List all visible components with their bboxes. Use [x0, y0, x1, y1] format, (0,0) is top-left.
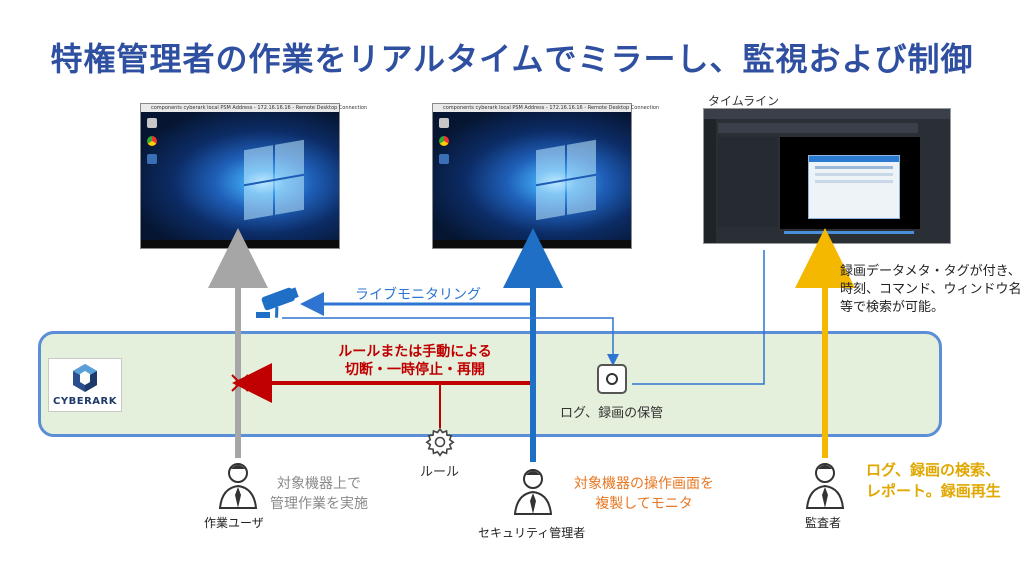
control-label-line1: ルールまたは手動による — [338, 344, 492, 360]
recorded-window-row — [815, 180, 893, 183]
admin-caption-line1: 対象機器の操作画面を — [574, 476, 714, 492]
desktop-wallpaper — [141, 112, 339, 240]
chrome-icon — [439, 136, 449, 146]
live-monitoring-label: ライブモニタリング — [355, 287, 481, 303]
app-icon — [439, 154, 449, 164]
user-caption-line2: 管理作業を実施 — [270, 496, 368, 512]
vault-label: ログ、録画の保管 — [560, 406, 664, 421]
metadata-note: 録画データメタ・タグが付き、 時刻、コマンド、ウィンドウ名 等で検索が可能。 — [840, 263, 1021, 317]
player-sidebar — [704, 119, 716, 243]
recycle-bin-icon — [439, 118, 449, 128]
admin-person-icon — [513, 469, 553, 515]
disconnect-cross-icon — [231, 374, 249, 392]
control-label-line2: 切断・一時停止・再開 — [345, 362, 485, 378]
auditor-caption-line1: ログ、録画の検索、 — [866, 461, 1000, 479]
admin-caption: 対象機器の操作画面を 複製してモニタ — [574, 474, 714, 514]
recorded-window-row — [815, 173, 893, 176]
user-person-icon — [218, 463, 258, 509]
admin-caption-line2: 複製してモニタ — [595, 496, 693, 512]
auditor-role-label: 監査者 — [805, 516, 842, 530]
recording-player — [703, 108, 951, 244]
player-timeline-panel — [718, 137, 778, 227]
auditor-person-icon — [805, 463, 845, 509]
vault-icon — [597, 364, 627, 394]
gear-icon — [425, 427, 455, 457]
player-session-header — [718, 123, 918, 133]
timeline-label: タイムライン — [708, 94, 780, 108]
player-topbar — [704, 109, 950, 119]
cyberark-logo-text: CYBERARK — [53, 396, 117, 407]
vault-dial-icon — [606, 373, 618, 385]
recording-to-vault-line — [282, 317, 619, 366]
rule-label: ルール — [420, 465, 460, 480]
metadata-note-line1: 録画データメタ・タグが付き、 — [840, 264, 1021, 279]
recorded-window — [808, 155, 900, 219]
auditor-caption: ログ、録画の検索、 レポート。録画再生 — [866, 460, 1001, 502]
user-screen: components cyberark local PSM Address - … — [140, 103, 367, 249]
chrome-icon — [147, 136, 157, 146]
user-caption: 対象機器上で 管理作業を実施 — [270, 474, 368, 514]
admin-role-label: セキュリティ管理者 — [478, 526, 586, 540]
user-caption-line1: 対象機器上で — [277, 476, 361, 492]
page-title: 特権管理者の作業をリアルタイムでミラーし、監視および制御 — [50, 40, 974, 78]
recorded-window-row — [815, 166, 893, 169]
auditor-caption-line2: レポート。録画再生 — [866, 482, 1001, 500]
control-label: ルールまたは手動による 切断・一時停止・再開 — [300, 343, 530, 379]
vault-to-timeline-line — [632, 250, 765, 385]
metadata-note-line3: 等で検索が可能。 — [840, 300, 945, 315]
cyberark-cube-icon — [73, 364, 97, 392]
recycle-bin-icon — [147, 118, 157, 128]
user-role-label: 作業ユーザ — [204, 516, 264, 530]
admin-screen: components cyberark local PSM Address - … — [432, 103, 659, 249]
desktop-wallpaper — [433, 112, 631, 240]
cyberark-logo: CYBERARK — [48, 358, 122, 412]
user-screen-titlebar: components cyberark local PSM Address - … — [141, 104, 367, 112]
app-icon — [147, 154, 157, 164]
admin-screen-titlebar: components cyberark local PSM Address - … — [433, 104, 659, 112]
camera-icon — [256, 287, 299, 318]
player-video — [780, 137, 920, 229]
metadata-note-line2: 時刻、コマンド、ウィンドウ名 — [840, 282, 1022, 297]
recorded-window-titlebar — [809, 156, 899, 162]
